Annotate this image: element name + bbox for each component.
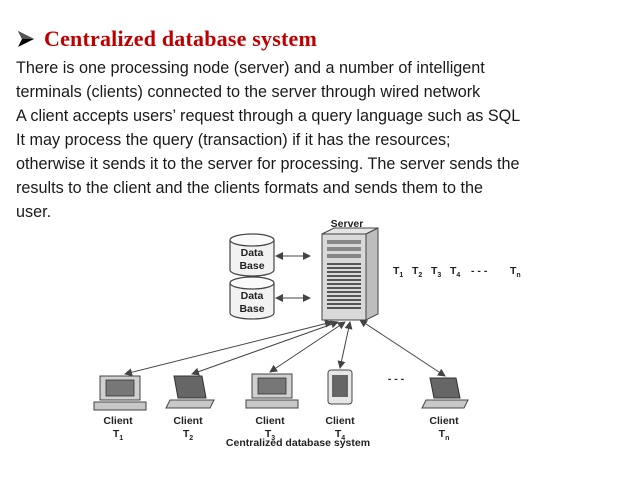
desktop-computer-icon — [245, 373, 299, 409]
tablet-icon — [327, 369, 353, 405]
slide-title: Centralized database system — [44, 26, 318, 51]
client-transaction: T3 — [265, 428, 275, 442]
database-label-line1: Data — [241, 247, 264, 259]
transaction-list: T1 T2 T3 T4 - - - Tn — [393, 265, 521, 279]
transaction-label: T1 — [393, 265, 403, 279]
paragraph-line: results to the client and the clients fo… — [16, 179, 483, 197]
slide-heading: Centralized database system — [16, 26, 317, 52]
paragraph-line: user. — [16, 203, 52, 221]
server-tower-icon — [321, 227, 379, 321]
clients-ellipsis: - - - — [388, 373, 405, 385]
description-paragraph: There is one processing node (server) an… — [16, 56, 628, 224]
client-label: Client — [173, 415, 203, 427]
laptop-icon — [421, 377, 469, 409]
transaction-label: T4 — [450, 265, 460, 279]
database-cylinder: Data Base — [229, 276, 275, 320]
paragraph-line: terminals (clients) connected to the ser… — [16, 83, 481, 101]
client-label: Client — [325, 415, 355, 427]
database-cylinder: Data Base — [229, 233, 275, 277]
database-label-line2: Base — [239, 260, 264, 272]
paragraph-line: otherwise it sends it to the server for … — [16, 155, 520, 173]
centralized-database-diagram: Data Base Data Base Server T1 T2 T3 — [93, 218, 521, 448]
client-transaction: Tn — [439, 428, 450, 442]
transaction-ellipsis: - - - — [471, 265, 488, 277]
transaction-label: T2 — [412, 265, 422, 279]
paragraph-line: It may process the query (transaction) i… — [16, 131, 451, 149]
transaction-label: Tn — [510, 265, 521, 279]
laptop-icon — [165, 375, 215, 409]
client-label: Client — [255, 415, 285, 427]
desktop-computer-icon — [93, 375, 147, 411]
database-label-line1: Data — [241, 290, 264, 302]
paragraph-line: There is one processing node (server) an… — [16, 59, 485, 77]
paragraph-line: A client accepts users’ request through … — [16, 107, 521, 125]
client-label: Client — [429, 415, 459, 427]
diagram-caption: Centralized database system — [226, 437, 370, 448]
arrow-bullet-icon — [18, 31, 34, 47]
client-transaction: T4 — [335, 428, 345, 442]
client-label: Client — [103, 415, 133, 427]
client-transaction: T2 — [183, 428, 193, 442]
database-label-line2: Base — [239, 303, 264, 315]
transaction-label: T3 — [431, 265, 441, 279]
client-transaction: T1 — [113, 428, 123, 442]
client-server-links — [124, 319, 446, 377]
server-label: Server — [331, 218, 364, 230]
